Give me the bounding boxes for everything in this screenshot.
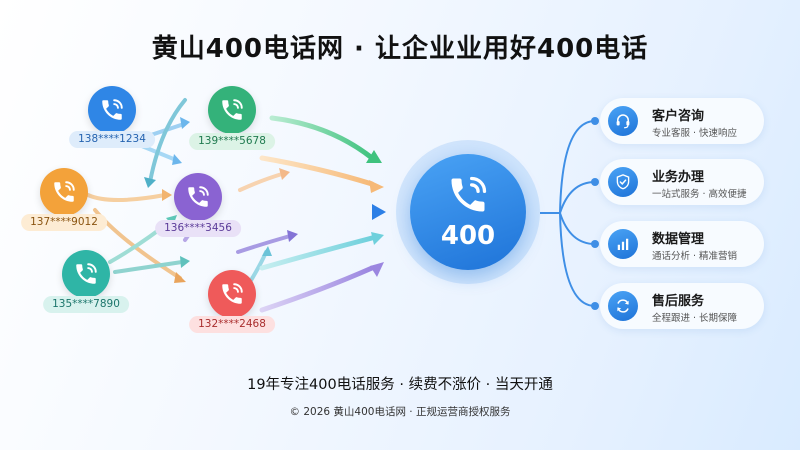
service-card-business[interactable]: 业务办理 一站式服务 · 高效便捷 <box>600 159 764 205</box>
service-card-data[interactable]: 数据管理 通话分析 · 精准营销 <box>600 221 764 267</box>
refresh-icon <box>608 291 638 321</box>
caller-node-blue <box>88 86 136 134</box>
flow-arrow <box>86 193 167 202</box>
flow-arrowhead <box>372 204 386 220</box>
caller-number: 139****5678 <box>189 133 275 150</box>
hub-connector <box>559 181 596 214</box>
caller-node-orange <box>40 168 88 216</box>
flow-to-hub-purple <box>259 265 375 313</box>
service-subtitle: 通话分析 · 精准营销 <box>652 251 738 262</box>
bar-chart-icon <box>608 229 638 259</box>
flow-arrowhead <box>366 150 382 163</box>
flow-arrow <box>113 260 184 274</box>
phone-icon <box>222 283 243 304</box>
caller-number: 137****9012 <box>21 214 107 231</box>
flow-arrow <box>236 234 292 254</box>
hub-connector <box>559 120 596 214</box>
phone-icon <box>76 263 97 284</box>
phone-icon <box>54 181 75 202</box>
service-card-consult[interactable]: 客户咨询 专业客服 · 快速响应 <box>600 98 764 144</box>
tagline: 19年专注400电话服务 · 续费不涨价 · 当天开通 <box>247 377 553 393</box>
phone-icon <box>222 99 243 120</box>
service-title: 客户咨询 <box>652 109 705 124</box>
connector-dot <box>591 178 599 186</box>
caller-node-green <box>208 86 256 134</box>
service-title: 业务办理 <box>652 170 705 185</box>
hub-400: 400 <box>410 154 526 270</box>
phone-icon <box>102 99 123 120</box>
caller-number: 138****1234 <box>69 131 155 148</box>
flow-arrowhead <box>279 168 290 180</box>
caller-node-red <box>208 270 256 318</box>
footer-copyright: © 2026 黄山400电话网 · 正规运营商授权服务 <box>289 406 511 418</box>
flow-arrowhead <box>371 232 384 245</box>
caller-number: 132****2468 <box>189 316 275 333</box>
connector-dot <box>591 117 599 125</box>
service-subtitle: 专业客服 · 快速响应 <box>652 128 738 139</box>
caller-node-purple <box>174 173 222 221</box>
flow-arrow <box>238 172 284 192</box>
caller-number: 136****3456 <box>155 220 241 237</box>
service-subtitle: 一站式服务 · 高效便捷 <box>652 189 747 200</box>
connector-dot <box>591 240 599 248</box>
flow-to-hub-green <box>269 115 375 161</box>
hub-connector <box>559 212 596 307</box>
service-title: 数据管理 <box>652 232 705 247</box>
flow-to-hub-orange <box>259 155 375 187</box>
flow-arrowhead <box>369 180 384 193</box>
phone-icon <box>188 186 209 207</box>
caller-number: 135****7890 <box>43 296 129 313</box>
flow-arrow <box>148 98 187 184</box>
connector-dot <box>591 302 599 310</box>
service-title: 售后服务 <box>652 294 705 309</box>
phone-icon <box>451 176 487 212</box>
flow-to-hub-teal <box>259 235 375 271</box>
flow-arrowhead <box>172 154 182 165</box>
flow-arrowhead <box>287 230 298 242</box>
flow-arrowhead <box>180 117 190 129</box>
hub-connector <box>559 212 596 245</box>
flow-arrowhead <box>144 177 156 188</box>
flow-arrowhead <box>180 256 190 268</box>
service-subtitle: 全程跟进 · 长期保障 <box>652 313 738 324</box>
shield-check-icon <box>608 167 638 197</box>
flow-arrowhead <box>162 189 172 201</box>
service-card-aftersales[interactable]: 售后服务 全程跟进 · 长期保障 <box>600 283 764 329</box>
hub-label: 400 <box>440 221 496 251</box>
caller-node-teal <box>62 250 110 298</box>
flow-arrowhead <box>370 262 384 277</box>
flow-arrowhead <box>262 246 272 256</box>
headset-icon <box>608 106 638 136</box>
page-title: 黄山400电话网 · 让企业业用好400电话 <box>151 34 649 64</box>
flow-arrowhead <box>174 272 186 283</box>
